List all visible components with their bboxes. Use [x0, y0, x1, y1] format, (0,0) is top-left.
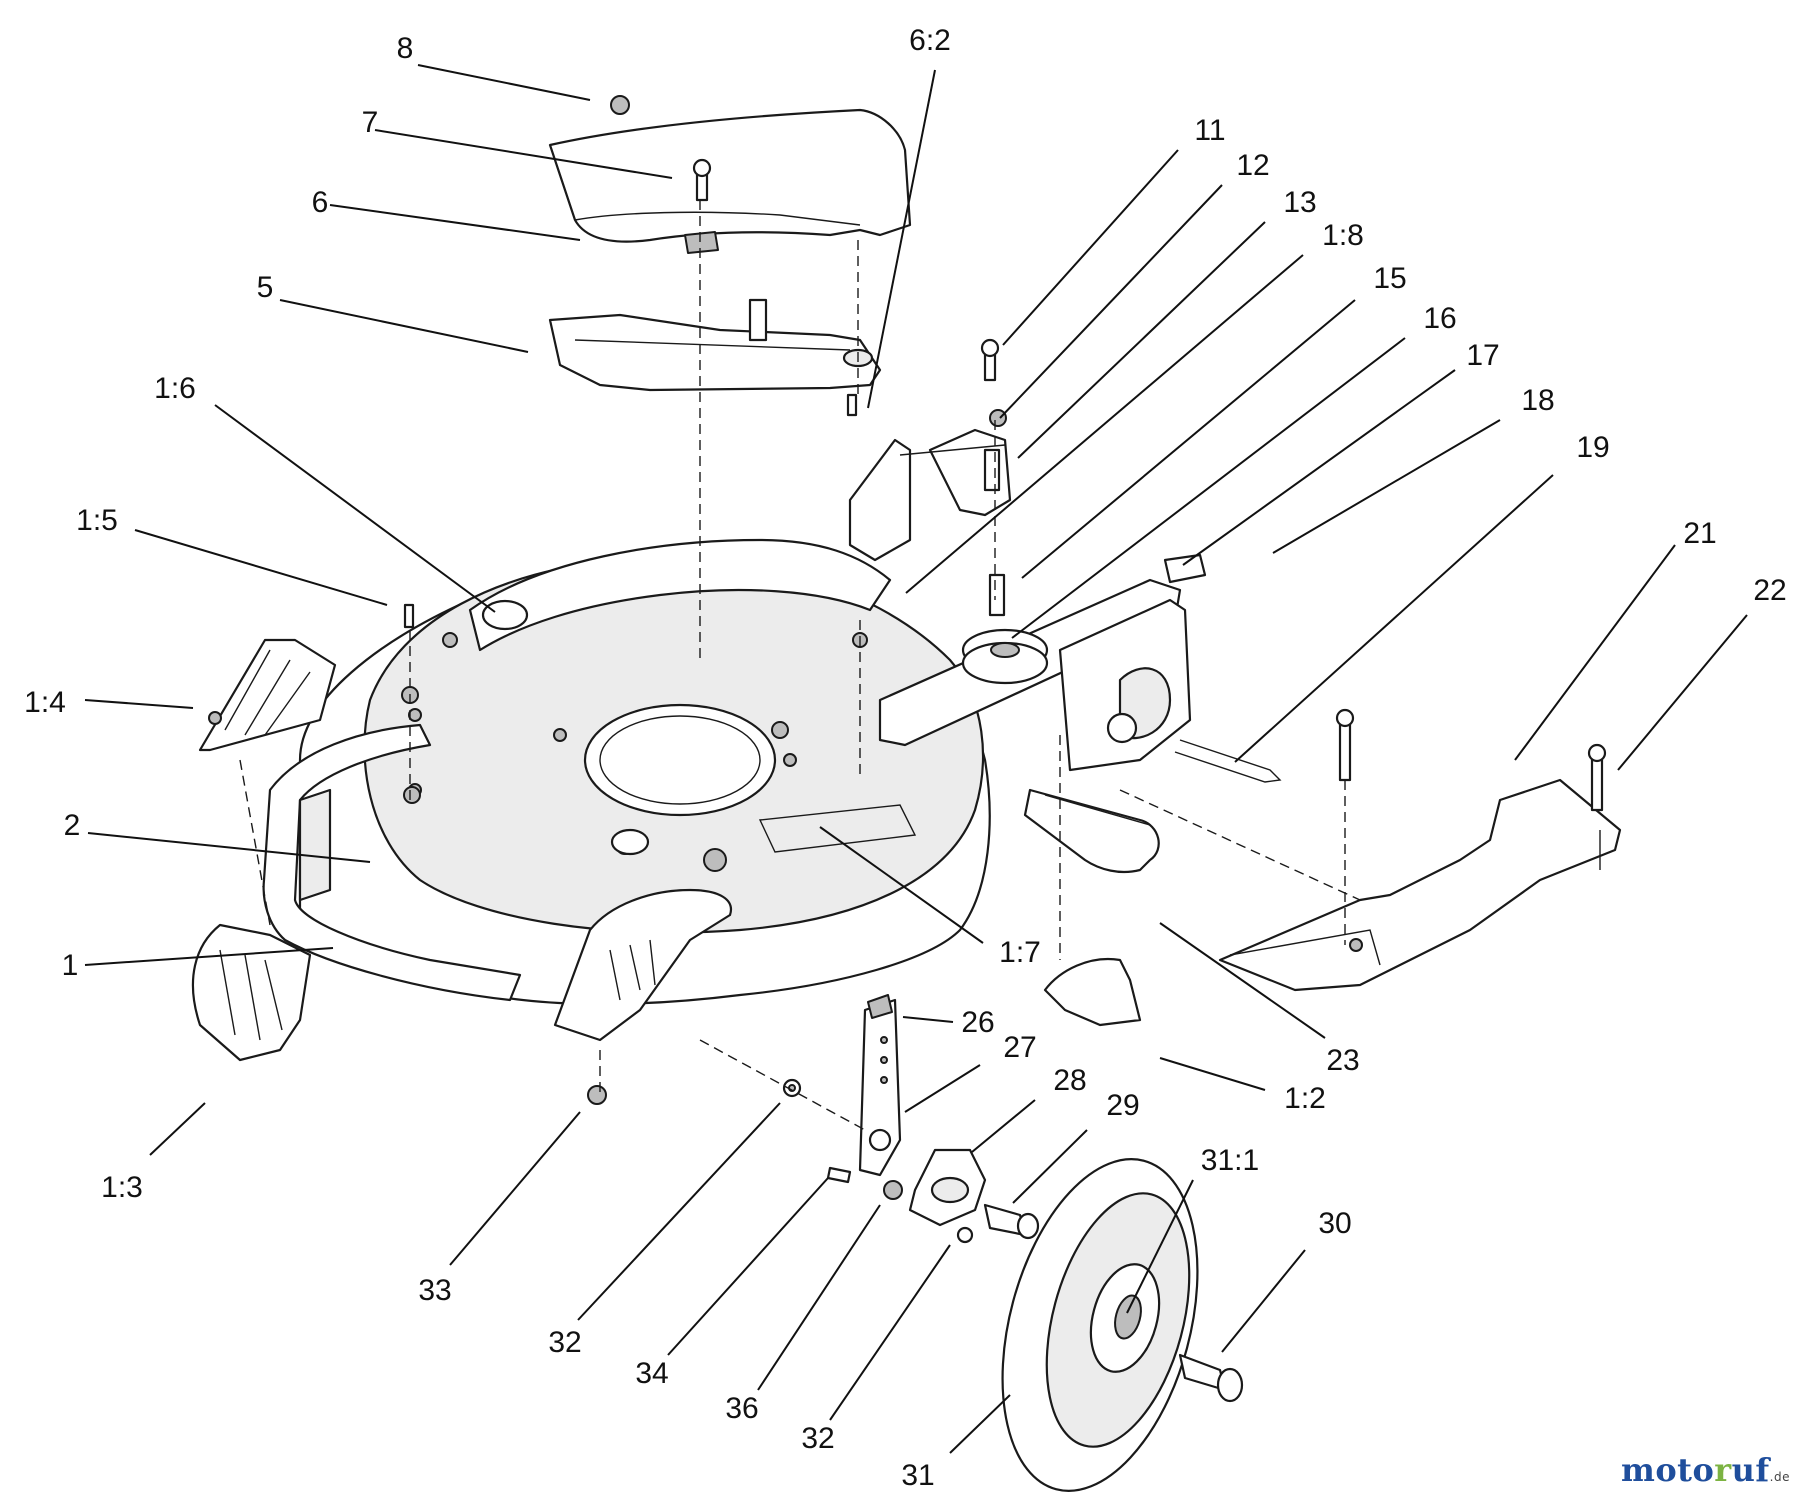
watermark-part-1: moto	[1620, 1451, 1715, 1489]
callout-1-3: 1:3	[101, 1171, 143, 1204]
callout-6-2: 6:2	[909, 24, 951, 57]
cover-base-plate	[548, 298, 882, 392]
callout-1: 1	[62, 949, 79, 982]
wheel-bolt	[983, 1203, 1040, 1240]
callout-31: 31	[901, 1459, 934, 1492]
callout-32-a: 32	[548, 1326, 581, 1359]
mower-deck-housing	[298, 538, 991, 1006]
callout-27: 27	[1003, 1031, 1036, 1064]
callout-1-4: 1:4	[24, 686, 66, 719]
callout-26: 26	[961, 1006, 994, 1039]
callout-labels: 8 7 6 5 6:2 1:6 1:5 1:4 2 1 1:3 11 12 13…	[24, 24, 1787, 1492]
rear-side-guard	[553, 888, 733, 1042]
callout-5: 5	[257, 271, 274, 304]
callout-11: 11	[1194, 114, 1225, 147]
wheel-hub-bracket	[908, 1148, 987, 1227]
callout-12: 12	[1236, 149, 1269, 182]
left-side-cover-upper	[198, 638, 337, 752]
axle-bolt	[1178, 1353, 1244, 1403]
callout-1-6: 1:6	[154, 372, 196, 405]
callout-2: 2	[64, 809, 81, 842]
callout-1-2: 1:2	[1284, 1082, 1326, 1115]
callout-1-7: 1:7	[999, 936, 1041, 969]
rear-drive-frame	[878, 578, 1192, 874]
callout-33: 33	[418, 1274, 451, 1307]
callout-32-b: 32	[801, 1422, 834, 1455]
callout-28: 28	[1053, 1064, 1086, 1097]
callout-23: 23	[1326, 1044, 1359, 1077]
callout-29: 29	[1106, 1089, 1139, 1122]
callout-15: 15	[1373, 262, 1406, 295]
callout-16: 16	[1423, 302, 1456, 335]
rear-guard	[1043, 957, 1142, 1027]
callout-1-8: 1:8	[1322, 219, 1364, 252]
callout-19: 19	[1576, 431, 1609, 464]
rear-wheel	[1001, 1158, 1199, 1492]
watermark-part-2: r	[1714, 1451, 1732, 1489]
watermark-part-3: uf	[1731, 1451, 1770, 1489]
front-bumper	[262, 723, 522, 1002]
callout-8: 8	[397, 32, 414, 65]
callout-6: 6	[312, 186, 329, 219]
callout-18: 18	[1521, 384, 1554, 417]
callout-13: 13	[1283, 186, 1316, 219]
belt-cover	[548, 108, 912, 254]
callout-7: 7	[362, 106, 379, 139]
callout-31-1: 31:1	[1201, 1144, 1259, 1177]
adjust-knob	[867, 994, 893, 1019]
rear-flap	[1218, 778, 1622, 992]
assembly-center-lines	[239, 200, 1361, 1131]
callout-34: 34	[635, 1357, 668, 1390]
callout-36: 36	[725, 1392, 758, 1425]
watermark-logo: motoruf.de	[1621, 1451, 1790, 1489]
callout-22: 22	[1753, 574, 1786, 607]
callout-21: 21	[1683, 517, 1716, 550]
left-side-cover-lower	[191, 923, 312, 1062]
callout-1-5: 1:5	[76, 504, 118, 537]
watermark-tld: .de	[1769, 1470, 1790, 1484]
height-adjust-bracket	[858, 998, 902, 1177]
callout-17: 17	[1466, 339, 1499, 372]
callout-30: 30	[1318, 1207, 1351, 1240]
leader-lines	[84, 64, 1748, 1454]
